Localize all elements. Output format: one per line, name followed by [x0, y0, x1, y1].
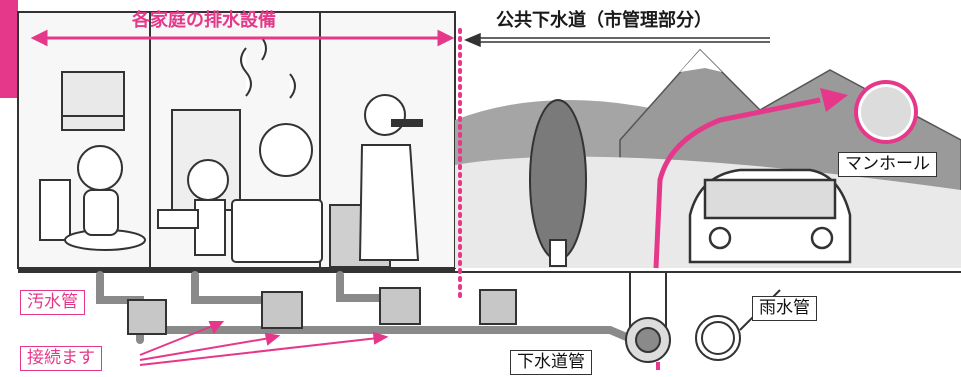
toilet-boy-icon	[39, 145, 146, 251]
public-sewer-arrow	[464, 32, 770, 48]
tree-icon	[529, 99, 587, 267]
household-range-arrow	[30, 29, 455, 47]
waste-pipes	[96, 271, 649, 349]
public-sewer-label: 公共下水道（市管理部分）	[496, 10, 712, 31]
manhole-label: マンホール	[838, 152, 937, 177]
manhole-pink-arrow	[653, 97, 821, 269]
bath-man-icon	[231, 37, 323, 263]
kitchen-man-icon	[329, 94, 423, 268]
sewer-main-label: 下水道管	[510, 350, 592, 375]
rain-pipe-label: 雨水管	[752, 296, 817, 321]
car-icon	[688, 168, 852, 264]
pink-side-tab	[0, 0, 18, 98]
connection-box-label: 接続ます	[20, 346, 102, 371]
connection-boxes	[127, 287, 517, 335]
manhole-shaft	[625, 271, 671, 363]
manhole-cover-icon	[854, 80, 918, 144]
connection-pointer-arrows	[139, 321, 389, 366]
household-facilities-label: 各家庭の排水設備	[132, 10, 276, 31]
washbasin-child-icon	[157, 109, 241, 256]
waste-pipe-label: 汚水管	[20, 290, 85, 315]
window-icon	[61, 71, 125, 131]
manhole-arrowhead	[820, 88, 848, 112]
